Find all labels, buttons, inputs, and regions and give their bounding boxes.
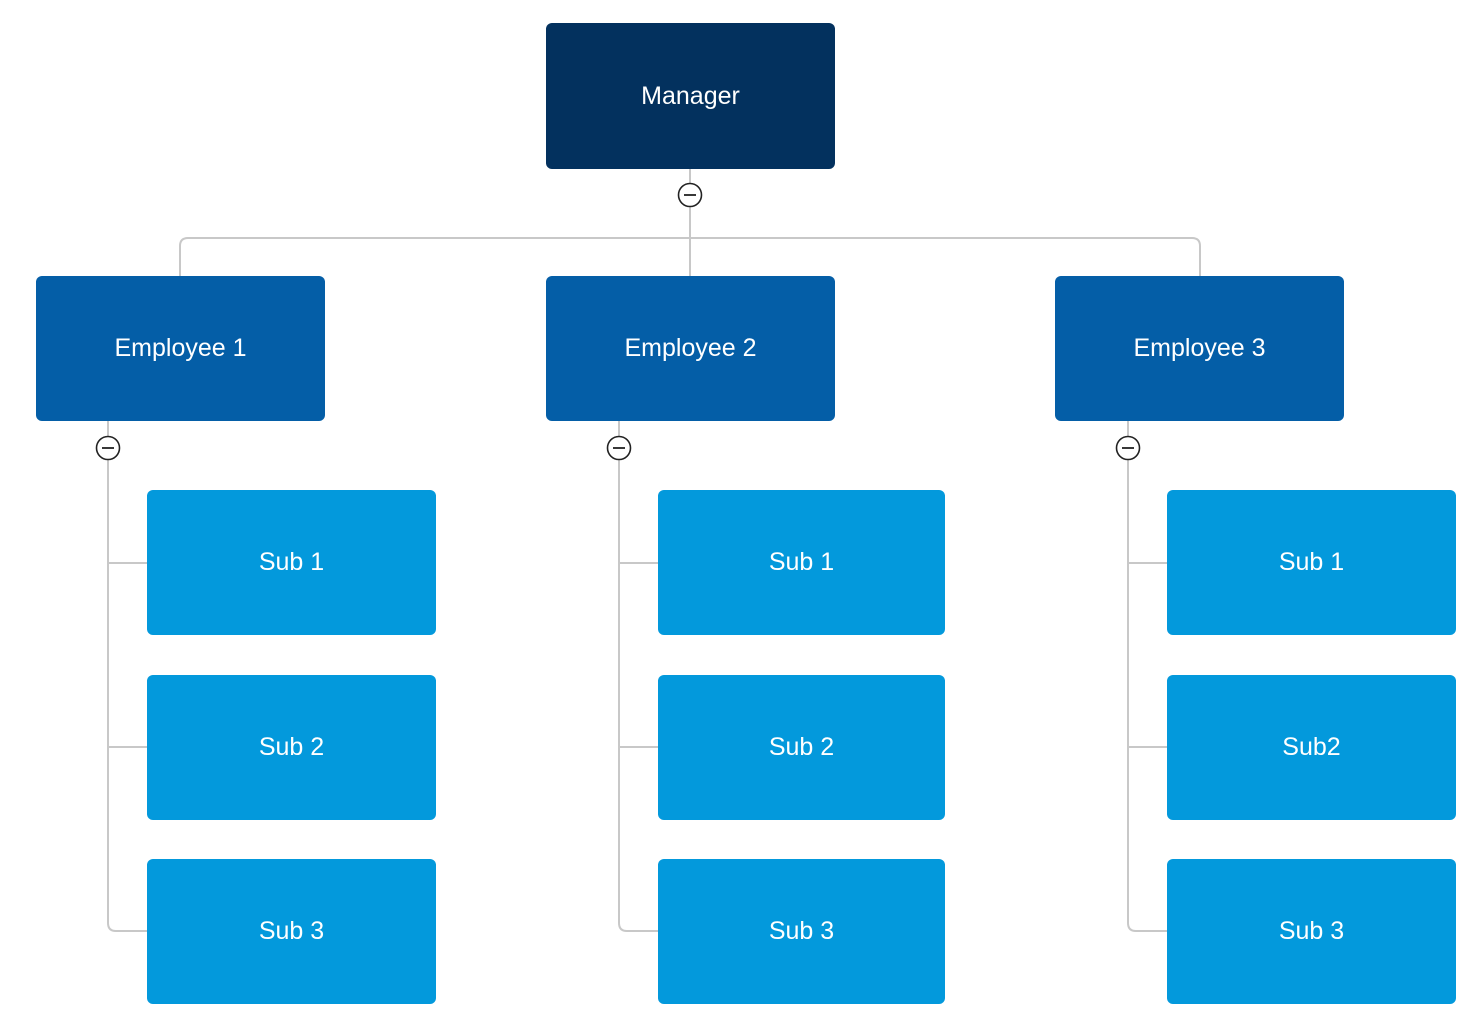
connector-employee-2-branch <box>618 421 658 932</box>
node-employee-2-label: Employee 2 <box>624 334 757 362</box>
connector-employee-1-branch <box>107 421 147 932</box>
node-e3-sub-3-label: Sub 3 <box>1278 917 1345 945</box>
collapse-toggle-employee-3[interactable] <box>1115 435 1141 461</box>
node-employee-1-label: Employee 1 <box>114 334 247 362</box>
collapse-toggle-employee-1[interactable] <box>95 435 121 461</box>
collapse-toggle-employee-2[interactable] <box>606 435 632 461</box>
node-e1-sub-3-label: Sub 3 <box>258 917 325 945</box>
node-manager-label: Manager <box>641 81 740 110</box>
connector-employee-3-branch <box>1127 421 1167 932</box>
node-e1-sub-1-label: Sub 1 <box>258 548 325 576</box>
node-employee-1[interactable]: Employee 1 <box>36 276 325 421</box>
node-manager[interactable]: Manager <box>546 23 835 169</box>
node-e1-sub-1[interactable]: Sub 1 <box>147 490 436 635</box>
node-e3-sub-2-label: Sub2 <box>1282 733 1341 761</box>
node-e2-sub-3[interactable]: Sub 3 <box>658 859 945 1004</box>
minus-circle-icon <box>606 435 632 461</box>
node-employee-2[interactable]: Employee 2 <box>546 276 835 421</box>
node-employee-3[interactable]: Employee 3 <box>1055 276 1344 421</box>
node-e2-sub-3-label: Sub 3 <box>768 917 835 945</box>
node-e3-sub-2[interactable]: Sub2 <box>1167 675 1456 820</box>
node-e3-sub-3[interactable]: Sub 3 <box>1167 859 1456 1004</box>
minus-circle-icon <box>95 435 121 461</box>
minus-circle-icon <box>677 182 703 208</box>
node-e2-sub-2-label: Sub 2 <box>768 733 835 761</box>
node-e2-sub-1-label: Sub 1 <box>768 548 835 576</box>
node-e1-sub-2[interactable]: Sub 2 <box>147 675 436 820</box>
node-e2-sub-1[interactable]: Sub 1 <box>658 490 945 635</box>
node-employee-3-label: Employee 3 <box>1133 334 1266 362</box>
minus-circle-icon <box>1115 435 1141 461</box>
node-e3-sub-1[interactable]: Sub 1 <box>1167 490 1456 635</box>
node-e1-sub-3[interactable]: Sub 3 <box>147 859 436 1004</box>
collapse-toggle-manager[interactable] <box>677 182 703 208</box>
node-e1-sub-2-label: Sub 2 <box>258 733 325 761</box>
node-e3-sub-1-label: Sub 1 <box>1278 548 1345 576</box>
node-e2-sub-2[interactable]: Sub 2 <box>658 675 945 820</box>
